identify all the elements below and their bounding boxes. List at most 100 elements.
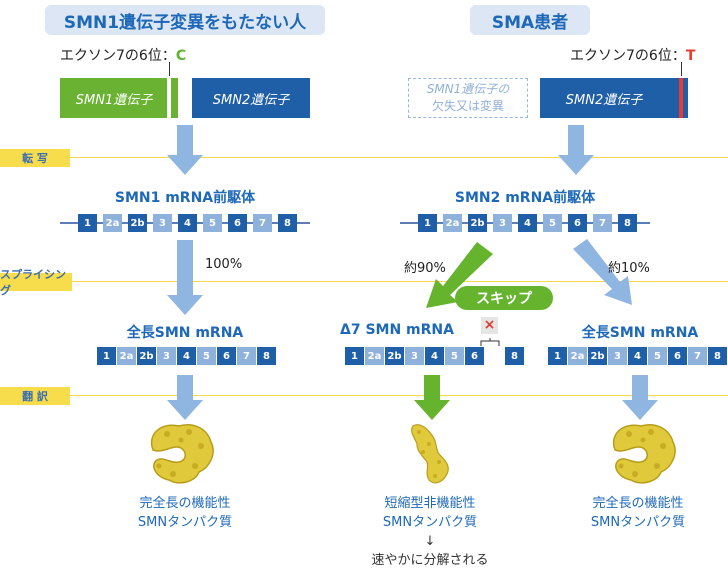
left-mrna-title: 全長SMN mRNA bbox=[95, 322, 275, 342]
green-arrows bbox=[414, 242, 493, 420]
left-result-text: 完全長の機能性 SMNタンパク質 bbox=[100, 494, 270, 532]
exon-2a: 2a bbox=[365, 347, 384, 365]
exon-3: 3 bbox=[405, 347, 424, 365]
exon-2a: 2a bbox=[568, 347, 587, 365]
left-header-text: SMN1遺伝子変異をもたない人 bbox=[63, 12, 307, 33]
left-exon7-text: エクソン7の6位： bbox=[60, 48, 176, 64]
right-result-text: 完全長の機能性 SMNタンパク質 bbox=[553, 494, 723, 532]
exon-3: 3 bbox=[157, 347, 176, 365]
smn1-gene-label: SMN1遺伝子 bbox=[75, 92, 153, 108]
left-mrna-text: 全長SMN mRNA bbox=[126, 325, 244, 341]
exon-7: 7 bbox=[237, 347, 256, 365]
right-full-mrna-text: 全長SMN mRNA bbox=[581, 325, 699, 341]
exon-4: 4 bbox=[178, 214, 197, 232]
translation-stage-label: 翻 訳 bbox=[0, 387, 70, 405]
exon-1: 1 bbox=[78, 214, 97, 232]
exon-1: 1 bbox=[418, 214, 437, 232]
skip-bubble: スキップ bbox=[455, 286, 553, 310]
delta-result-line2: SMNタンパク質 bbox=[382, 515, 478, 530]
exon-5: 5 bbox=[203, 214, 222, 232]
exon-2b: 2b bbox=[468, 214, 487, 232]
delta-mrna-text: Δ7 SMN mRNA bbox=[340, 322, 454, 338]
exon-4: 4 bbox=[628, 347, 647, 365]
exon-5: 5 bbox=[197, 347, 216, 365]
right-skip-percent-text: 約90% bbox=[404, 261, 446, 276]
exon-3: 3 bbox=[608, 347, 627, 365]
exon-2a: 2a bbox=[103, 214, 122, 232]
transcription-line bbox=[0, 157, 728, 158]
exon-3: 3 bbox=[153, 214, 172, 232]
exon-6: 6 bbox=[668, 347, 687, 365]
left-translation-arrow bbox=[167, 375, 203, 420]
exon-4: 4 bbox=[518, 214, 537, 232]
exon-4: 4 bbox=[425, 347, 444, 365]
left-exon7-label: エクソン7の6位：C bbox=[60, 45, 186, 65]
splicing-line bbox=[0, 281, 728, 282]
exon-5: 5 bbox=[445, 347, 464, 365]
right-result-line2: SMNタンパク質 bbox=[590, 515, 686, 530]
right-exon7-text: エクソン7の6位： bbox=[570, 48, 686, 64]
right-full-translation-arrow bbox=[622, 375, 658, 420]
right-header: SMA患者 bbox=[470, 5, 590, 35]
smn2-gene-box-right: SMN2遺伝子 bbox=[540, 78, 688, 118]
right-exon7-label: エクソン7の6位：T bbox=[570, 45, 695, 65]
smn1-missing-line1: SMN1遺伝子の bbox=[426, 82, 510, 96]
exon-6: 6 bbox=[217, 347, 236, 365]
exon-2a: 2a bbox=[117, 347, 136, 365]
right-full-splicing-arrow bbox=[573, 239, 632, 305]
transcription-label: 転 写 bbox=[22, 152, 48, 165]
exon-2b: 2b bbox=[137, 347, 156, 365]
smn1-missing-box: SMN1遺伝子の 欠失又は変異 bbox=[408, 78, 528, 118]
exon-2b: 2b bbox=[128, 214, 147, 232]
delta-splicing-arrow bbox=[426, 242, 493, 308]
exon-6: 6 bbox=[465, 347, 484, 365]
exon-2b: 2b bbox=[588, 347, 607, 365]
left-premrna-text: SMN1 mRNA前駆体 bbox=[114, 190, 256, 206]
smn2-gene-label-right: SMN2遺伝子 bbox=[565, 92, 643, 108]
smn1-exon7-marker bbox=[167, 78, 171, 118]
exon-8: 8 bbox=[618, 214, 637, 232]
right-exon7-pointer bbox=[681, 62, 682, 76]
splicing-stage-label: スプライシング bbox=[0, 268, 72, 297]
exon7-removed-bracket bbox=[480, 338, 500, 346]
exon-5: 5 bbox=[543, 214, 562, 232]
right-transcription-arrow bbox=[558, 125, 594, 175]
translation-label: 翻 訳 bbox=[22, 390, 48, 403]
exon-8: 8 bbox=[257, 347, 276, 365]
left-protein-structure bbox=[150, 424, 214, 484]
skip-label: スキップ bbox=[476, 291, 532, 307]
right-protein-structure bbox=[612, 424, 676, 484]
delta-result-text: 短縮型非機能性 SMNタンパク質 ↓ 速やかに分解される bbox=[345, 494, 515, 570]
right-skip-percent: 約90% bbox=[404, 257, 446, 276]
delta-mrna-title: Δ7 SMN mRNA bbox=[340, 322, 480, 338]
exon-8: 8 bbox=[505, 347, 524, 365]
right-full-percent: 約10% bbox=[608, 257, 650, 276]
delta-protein-structure bbox=[411, 424, 449, 484]
smn1-gene-box: SMN1遺伝子 bbox=[60, 78, 178, 118]
left-premrna-title: SMN1 mRNA前駆体 bbox=[80, 187, 290, 207]
exon-2b: 2b bbox=[385, 347, 404, 365]
exon-7: 7 bbox=[253, 214, 272, 232]
left-result-line1: 完全長の機能性 bbox=[139, 496, 231, 511]
exon-1: 1 bbox=[345, 347, 364, 365]
transcription-stage-label: 転 写 bbox=[0, 149, 70, 167]
splicing-label: スプライシング bbox=[0, 268, 66, 297]
exon-6: 6 bbox=[228, 214, 247, 232]
exon-2a: 2a bbox=[443, 214, 462, 232]
left-header: SMN1遺伝子変異をもたない人 bbox=[45, 5, 325, 35]
delta-translation-arrow bbox=[414, 375, 450, 420]
exon-4: 4 bbox=[177, 347, 196, 365]
exon-6: 6 bbox=[568, 214, 587, 232]
exon-8: 8 bbox=[278, 214, 297, 232]
smn2-exon7-marker-red bbox=[679, 78, 683, 118]
right-header-text: SMA患者 bbox=[491, 12, 569, 33]
exon-3: 3 bbox=[493, 214, 512, 232]
left-result-line2: SMNタンパク質 bbox=[137, 515, 233, 530]
exon-7: 7 bbox=[688, 347, 707, 365]
delta-down-arrow: ↓ bbox=[424, 534, 436, 549]
right-full-mrna-title: 全長SMN mRNA bbox=[555, 322, 725, 342]
left-exon7-pointer bbox=[169, 62, 170, 76]
